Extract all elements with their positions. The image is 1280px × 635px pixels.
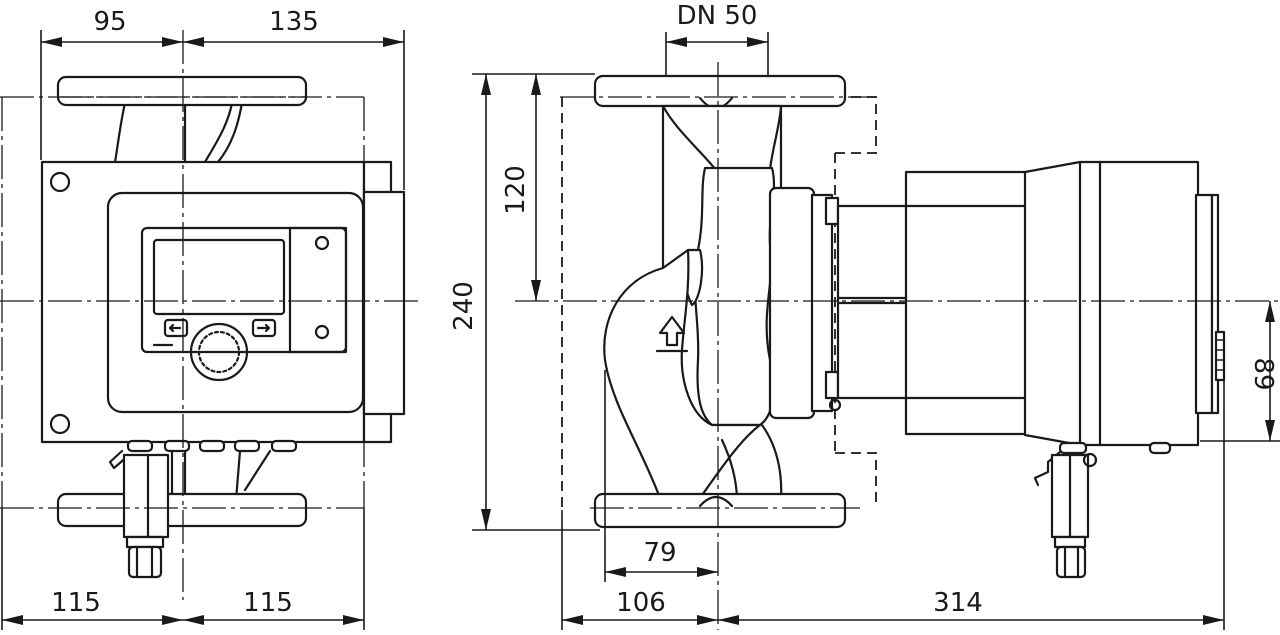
back-button-icon	[163, 318, 189, 338]
dim-label-314: 314	[933, 588, 983, 618]
dim-label-dn50: DN 50	[677, 1, 758, 31]
display-screen	[152, 238, 286, 316]
dimension-labels: 95 135 115 115 DN 50 240 120 79 106 314 …	[51, 1, 1278, 618]
front-control-panel	[140, 226, 348, 382]
front-lower-flange	[56, 453, 308, 579]
dim-label-115-right: 115	[243, 588, 293, 618]
context-button-icon	[251, 318, 277, 338]
mounting-hole-top	[49, 171, 71, 193]
side-lower-flange	[593, 492, 847, 529]
dim-label-79: 79	[643, 538, 676, 568]
side-electronics-module	[1023, 160, 1226, 455]
dimension-lines	[1, 30, 1280, 630]
front-upper-flange	[56, 75, 308, 164]
side-motor	[768, 170, 1030, 436]
dim-label-240: 240	[449, 281, 479, 331]
front-cable-glands	[108, 439, 298, 502]
dim-label-106: 106	[616, 588, 666, 618]
side-volute	[603, 104, 783, 500]
dim-label-89: 89	[1248, 357, 1278, 390]
dim-label-135: 135	[269, 7, 319, 37]
front-view	[0, 30, 420, 600]
side-view	[515, 62, 1280, 630]
dim-label-120: 120	[501, 165, 531, 215]
side-sensor	[1033, 450, 1098, 579]
sensor-plug	[127, 545, 163, 579]
flow-direction-arrow-icon	[658, 315, 686, 347]
control-knob-icon	[189, 322, 249, 382]
dim-label-115-left: 115	[51, 588, 101, 618]
mounting-hole-bottom	[49, 413, 71, 435]
dim-label-95: 95	[93, 7, 126, 37]
